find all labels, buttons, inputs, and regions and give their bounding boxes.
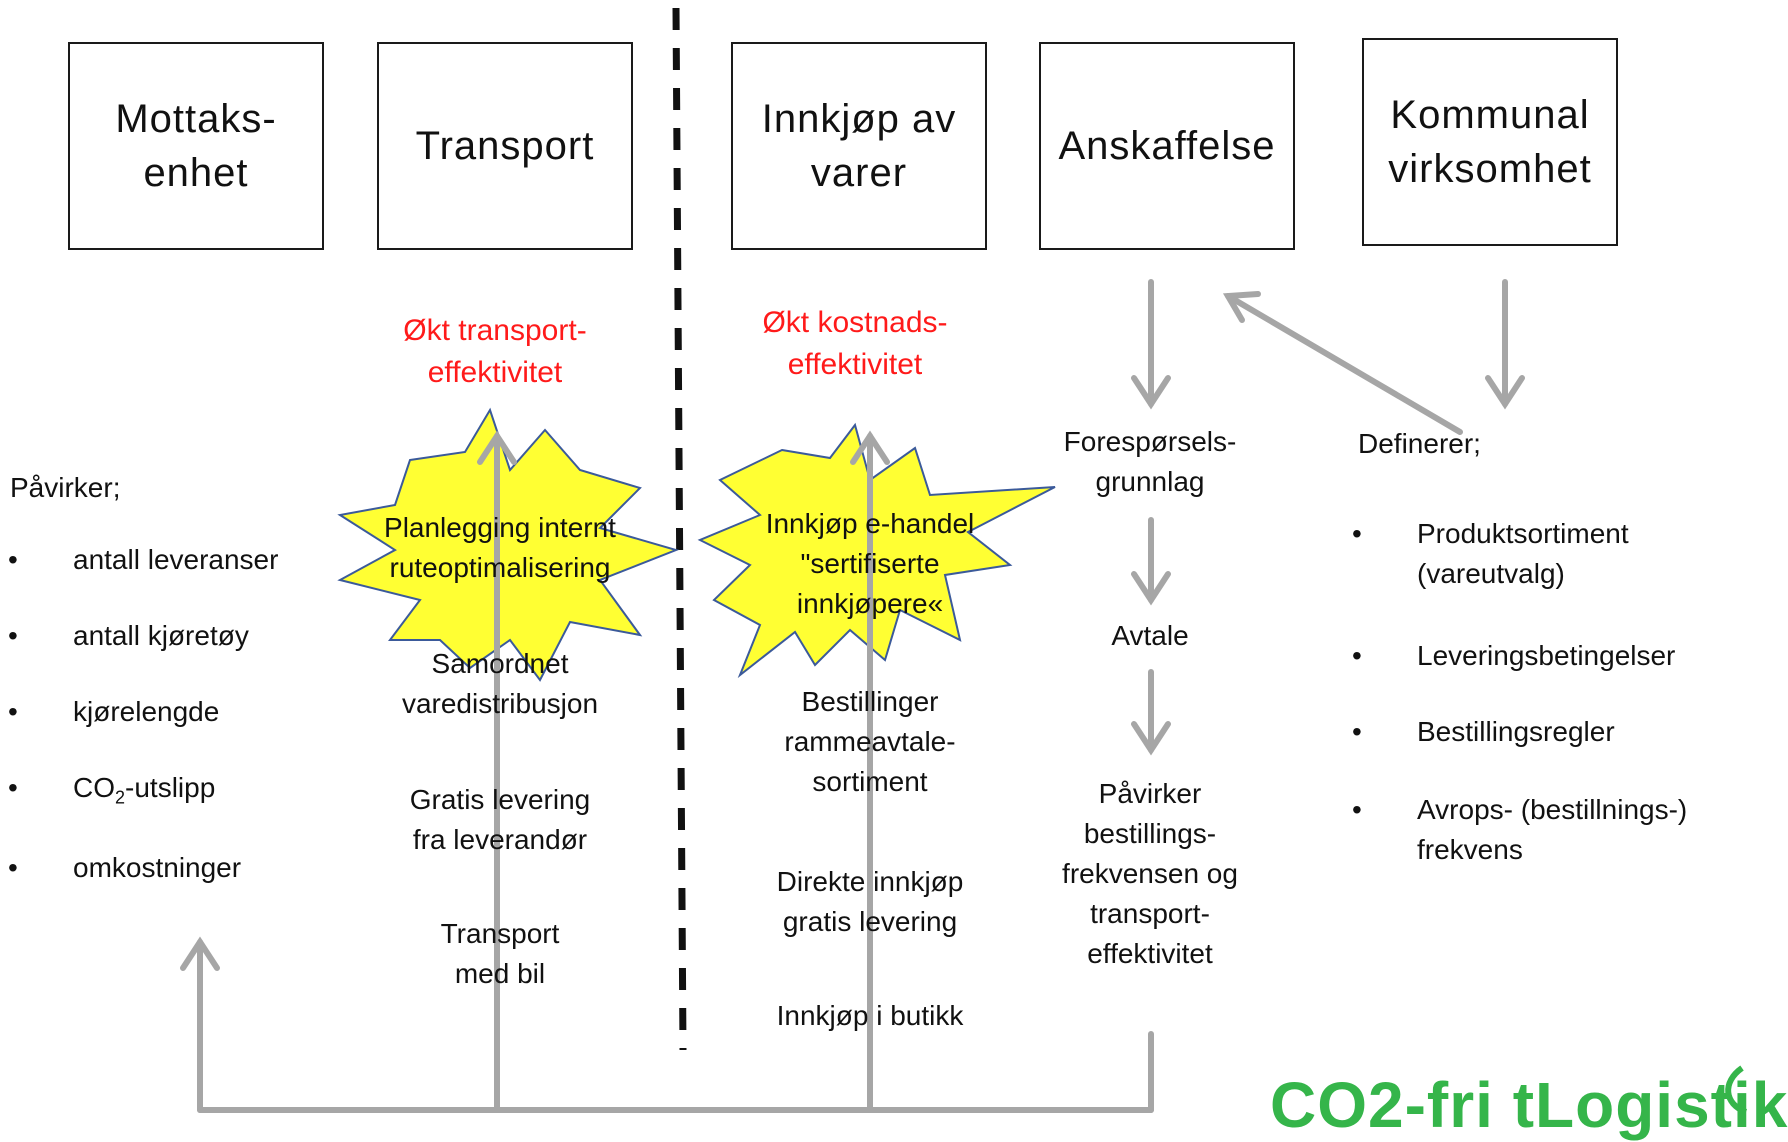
- innkjop-item: Innkjøp i butikk: [776, 1000, 964, 1031]
- box-transport: Transport: [377, 42, 633, 250]
- connector-layer: [180, 7, 1525, 1113]
- transport-item: Samordnet varedistribusjon: [401, 648, 599, 719]
- co2-sub: 2: [115, 787, 126, 808]
- kommunal-item-label: Leveringsbetingelser: [1417, 640, 1676, 671]
- left-list-item: •antall leveranser: [8, 540, 348, 580]
- goal-transport: Økt transport- effektivitet: [403, 314, 587, 389]
- left-list-label: omkostninger: [73, 852, 242, 883]
- star-text-innkjop: Innkjøp e-handel "sertifiserte innkjøper…: [765, 508, 975, 619]
- left-list-item: •omkostninger: [8, 848, 348, 888]
- co2-main: CO: [73, 772, 115, 803]
- arrowhead-6: [180, 936, 220, 971]
- goal-kostnad: Økt kostnads- effektivitet: [762, 306, 948, 381]
- left-list-item-co2: •CO2-utslipp: [8, 768, 348, 808]
- left-list-heading: Påvirker;: [10, 472, 121, 503]
- transport-item: Transport med bil: [440, 918, 560, 989]
- kommunal-item-label: Bestillingsregler: [1417, 716, 1615, 747]
- co2-tail: -utslipp: [125, 772, 216, 803]
- burst-star-transport: [337, 407, 680, 682]
- arrowhead-8: [850, 430, 890, 465]
- box-mottaksenhet-label: Mottaks- enhet: [115, 97, 277, 195]
- innkjop-item: Bestillinger rammeavtale- sortiment: [784, 686, 956, 797]
- burst-star-innkjop: [697, 422, 1056, 679]
- arrowhead-1: [1131, 375, 1171, 410]
- co2-label: CO2-utslipp: [73, 768, 215, 818]
- kommunal-item: •Avrops- (bestillnings-) frekvens: [1352, 790, 1752, 865]
- box-kommunal-label: Kommunal virksomhet: [1388, 93, 1592, 191]
- logo-text: CO2-fri tLogistik: [1270, 1069, 1788, 1141]
- box-kommunal: Kommunal virksomhet: [1362, 38, 1618, 246]
- box-anskaffelse: Anskaffelse: [1039, 42, 1295, 250]
- innkjop-item: Direkte innkjøp gratis levering: [776, 866, 964, 937]
- box-innkjop-label: Innkjøp av varer: [761, 97, 957, 195]
- arrowhead-7: [477, 430, 517, 465]
- anskaffelse-item: Påvirker bestillings- frekvensen og tran…: [1062, 778, 1238, 969]
- arrowhead-3: [1131, 721, 1171, 756]
- kommunal-item: •Produktsortiment (vareutvalg): [1352, 514, 1752, 589]
- anskaffelse-item: Forespørsels- grunnlag: [1063, 426, 1237, 497]
- box-transport-label: Transport: [415, 124, 595, 168]
- anskaffelse-item: Avtale: [1111, 620, 1189, 651]
- leaf-icon: [1725, 1065, 1748, 1115]
- arrow-definerer-to-anskaffelse: [1225, 293, 1463, 435]
- arrowhead-2: [1131, 571, 1171, 606]
- left-list-label: kjørelengde: [73, 696, 220, 727]
- diagram-stage: Mottaks- enhet Transport Innkjøp av vare…: [8, 7, 1787, 1141]
- transport-item: Gratis levering fra leverandør: [409, 784, 591, 855]
- kommunal-item: •Leveringsbetingelser: [1352, 636, 1752, 676]
- kommunal-heading: Definerer;: [1358, 428, 1481, 459]
- left-list-label: antall kjøretøy: [73, 620, 249, 651]
- left-list-item: •antall kjøretøy: [8, 616, 348, 656]
- star-text-transport: Planlegging internt ruteoptimalisering: [384, 512, 616, 583]
- box-innkjop: Innkjøp av varer: [731, 42, 987, 250]
- dashed-divider: [672, 7, 687, 1051]
- box-mottaksenhet: Mottaks- enhet: [68, 42, 324, 250]
- kommunal-item-label: Avrops- (bestillnings-) frekvens: [1417, 794, 1688, 865]
- arrowhead-4: [1485, 375, 1525, 410]
- box-anskaffelse-label: Anskaffelse: [1058, 124, 1276, 168]
- kommunal-item-label: Produktsortiment (vareutvalg): [1417, 518, 1629, 589]
- left-list-item: •kjørelengde: [8, 692, 348, 732]
- arrow-group: [180, 279, 1525, 1113]
- arrowhead-5: [1222, 291, 1261, 323]
- logo-leaf: [1725, 1065, 1748, 1115]
- kommunal-item: •Bestillingsregler: [1352, 712, 1752, 752]
- left-list-label: antall leveranser: [73, 544, 279, 575]
